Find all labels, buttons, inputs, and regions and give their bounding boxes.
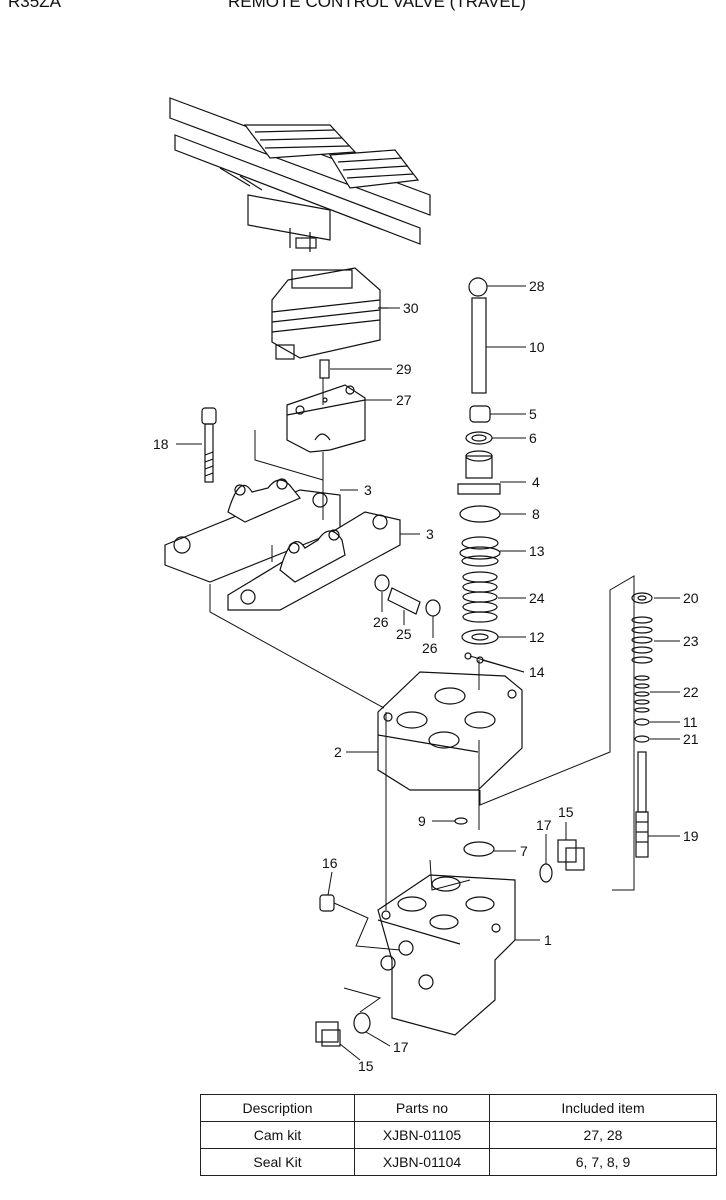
column-header-parts-no: Parts no <box>354 1094 490 1122</box>
part-17-o-ring-lower <box>353 1012 371 1034</box>
callout-17-lower: 17 <box>393 1039 409 1055</box>
assembly-guide-lines <box>209 378 635 1013</box>
callout-16: 16 <box>322 855 338 871</box>
page-title: REMOTE CONTROL VALVE (TRAVEL) <box>228 0 526 11</box>
callout-7: 7 <box>520 843 528 859</box>
part-24-spring <box>462 571 498 623</box>
part-5-plug <box>469 405 491 423</box>
column-header-included-item: Included item <box>489 1094 717 1122</box>
part-30-boot <box>271 267 388 360</box>
part-6-seal <box>465 431 493 445</box>
callout-27: 27 <box>396 392 412 408</box>
kit-included-items: 6, 7, 8, 9 <box>489 1148 717 1176</box>
part-21-ring <box>634 735 650 743</box>
part-10-push-rod <box>471 297 487 394</box>
part-19-spool <box>635 751 649 858</box>
table-row: Seal Kit XJBN-01104 6, 7, 8, 9 <box>200 1148 717 1176</box>
callout-28: 28 <box>529 278 545 294</box>
part-3-bracket-upper <box>164 478 341 583</box>
callout-15-lower: 15 <box>358 1058 374 1074</box>
part-1-body <box>377 874 516 1036</box>
part-17-o-ring-upper <box>539 863 553 883</box>
callout-26-left: 26 <box>373 614 389 630</box>
part-26-bushing <box>374 574 441 617</box>
callout-3-upper: 3 <box>364 482 372 498</box>
callout-8: 8 <box>532 506 540 522</box>
callout-11: 11 <box>683 714 698 730</box>
callout-15-upper: 15 <box>558 804 574 820</box>
callout-20: 20 <box>683 590 699 606</box>
callout-labels: 28 10 30 29 5 6 27 4 18 3 8 3 13 26 25 2… <box>153 278 699 1074</box>
table-row: Cam kit XJBN-01105 27, 28 <box>200 1121 717 1149</box>
callout-6: 6 <box>529 430 537 446</box>
callout-18: 18 <box>153 436 169 452</box>
part-29-set-screw <box>319 359 330 379</box>
callout-12: 12 <box>529 629 545 645</box>
part-27-cam <box>286 384 366 453</box>
callout-26-right: 26 <box>422 640 438 656</box>
callout-19: 19 <box>683 828 699 844</box>
part-28-ball <box>468 277 488 297</box>
callout-14: 14 <box>529 664 545 680</box>
part-18-bolt <box>201 407 217 483</box>
pedal-assembly <box>169 97 431 252</box>
callout-5: 5 <box>529 406 537 422</box>
callout-13: 13 <box>529 543 545 559</box>
kit-description: Cam kit <box>200 1121 355 1149</box>
column-header-description: Description <box>200 1094 355 1122</box>
kit-part-number: XJBN-01105 <box>354 1121 490 1149</box>
callout-22: 22 <box>683 684 699 700</box>
leader-lines <box>176 285 680 1061</box>
part-8-o-ring <box>459 505 501 523</box>
callout-24: 24 <box>529 590 545 606</box>
callout-25: 25 <box>396 626 412 642</box>
callout-4: 4 <box>532 474 540 490</box>
part-9-o-ring <box>454 817 468 825</box>
callout-21: 21 <box>683 731 699 747</box>
part-15-plug-lower <box>315 1021 341 1047</box>
callout-17-upper: 17 <box>536 817 552 833</box>
part-16-plug <box>319 894 335 912</box>
part-7-o-ring <box>463 841 495 857</box>
callout-3-lower: 3 <box>426 526 434 542</box>
callout-23: 23 <box>683 633 699 649</box>
callout-10: 10 <box>529 339 545 355</box>
part-15-plug-upper <box>557 839 585 871</box>
kit-description: Seal Kit <box>200 1148 355 1176</box>
callout-2: 2 <box>334 744 342 760</box>
part-20-spring-seat <box>631 592 653 604</box>
kit-table: Description Parts no Included item Cam k… <box>200 1094 717 1176</box>
part-11-washer <box>634 718 650 726</box>
kit-included-items: 27, 28 <box>489 1121 717 1149</box>
part-2-casing <box>377 671 523 791</box>
part-23-spring <box>631 616 653 664</box>
part-4-plug <box>457 450 501 495</box>
callout-29: 29 <box>396 361 412 377</box>
part-3-bracket-lower <box>227 511 401 611</box>
callout-9: 9 <box>418 813 426 829</box>
part-25-pin <box>387 587 421 615</box>
part-14-balls <box>464 652 484 664</box>
part-22-spring <box>634 675 650 713</box>
part-13-spring-seat <box>459 536 501 567</box>
model-code: R35ZA <box>8 0 61 11</box>
callout-30: 30 <box>403 300 419 316</box>
callout-1: 1 <box>544 932 552 948</box>
part-12-washer <box>461 629 499 645</box>
kit-part-number: XJBN-01104 <box>354 1148 490 1176</box>
kit-table-header-row: Description Parts no Included item <box>200 1094 717 1122</box>
